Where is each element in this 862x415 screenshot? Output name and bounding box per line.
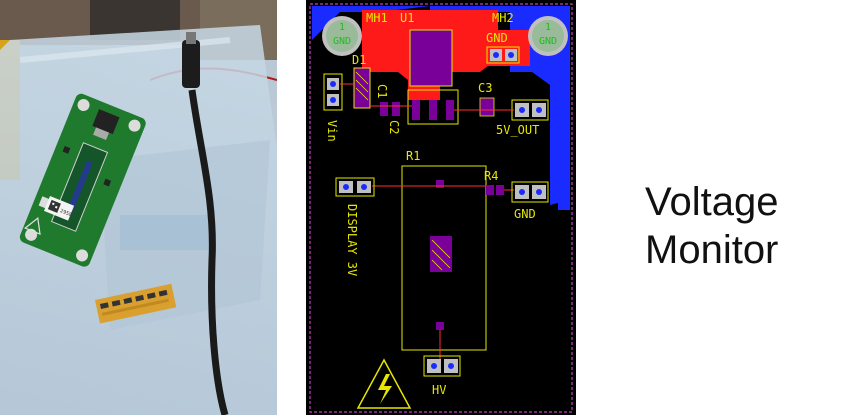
label-5v-out: 5V_OUT — [496, 123, 539, 137]
label-r1: R1 — [406, 149, 420, 163]
mh2-net: GND — [539, 36, 557, 47]
label-c2: C2 — [387, 120, 401, 134]
mh2-number: 1 — [545, 22, 551, 33]
mh1-number: 1 — [339, 22, 345, 33]
label-c1: C1 — [375, 84, 389, 98]
label-r4: R4 — [484, 169, 498, 183]
board-photo: 2958 — [0, 0, 277, 415]
label-c3: C3 — [478, 81, 492, 95]
label-hv: HV — [432, 383, 446, 397]
label-gnd-mid: GND — [514, 207, 536, 221]
pcb-layout: 1 GND 1 GND MH1 U1 MH2 GND D1 Vin C1 C2 — [300, 0, 580, 415]
label-mh2: MH2 — [492, 11, 514, 25]
label-gnd-top: GND — [486, 31, 508, 45]
label-vin: Vin — [325, 120, 339, 142]
sticker-number: 2958 — [59, 208, 72, 218]
caption-line-1: Voltage — [645, 180, 779, 224]
mh1-net: GND — [333, 36, 351, 47]
label-mh1: MH1 — [366, 11, 388, 25]
caption: Voltage Monitor — [645, 178, 855, 274]
label-u1: U1 — [400, 11, 414, 25]
hv-warning-icon — [356, 358, 412, 409]
label-d1: D1 — [352, 53, 366, 67]
caption-line-2: Monitor — [645, 228, 779, 272]
label-display-3v: DISPLAY 3V — [345, 204, 359, 276]
